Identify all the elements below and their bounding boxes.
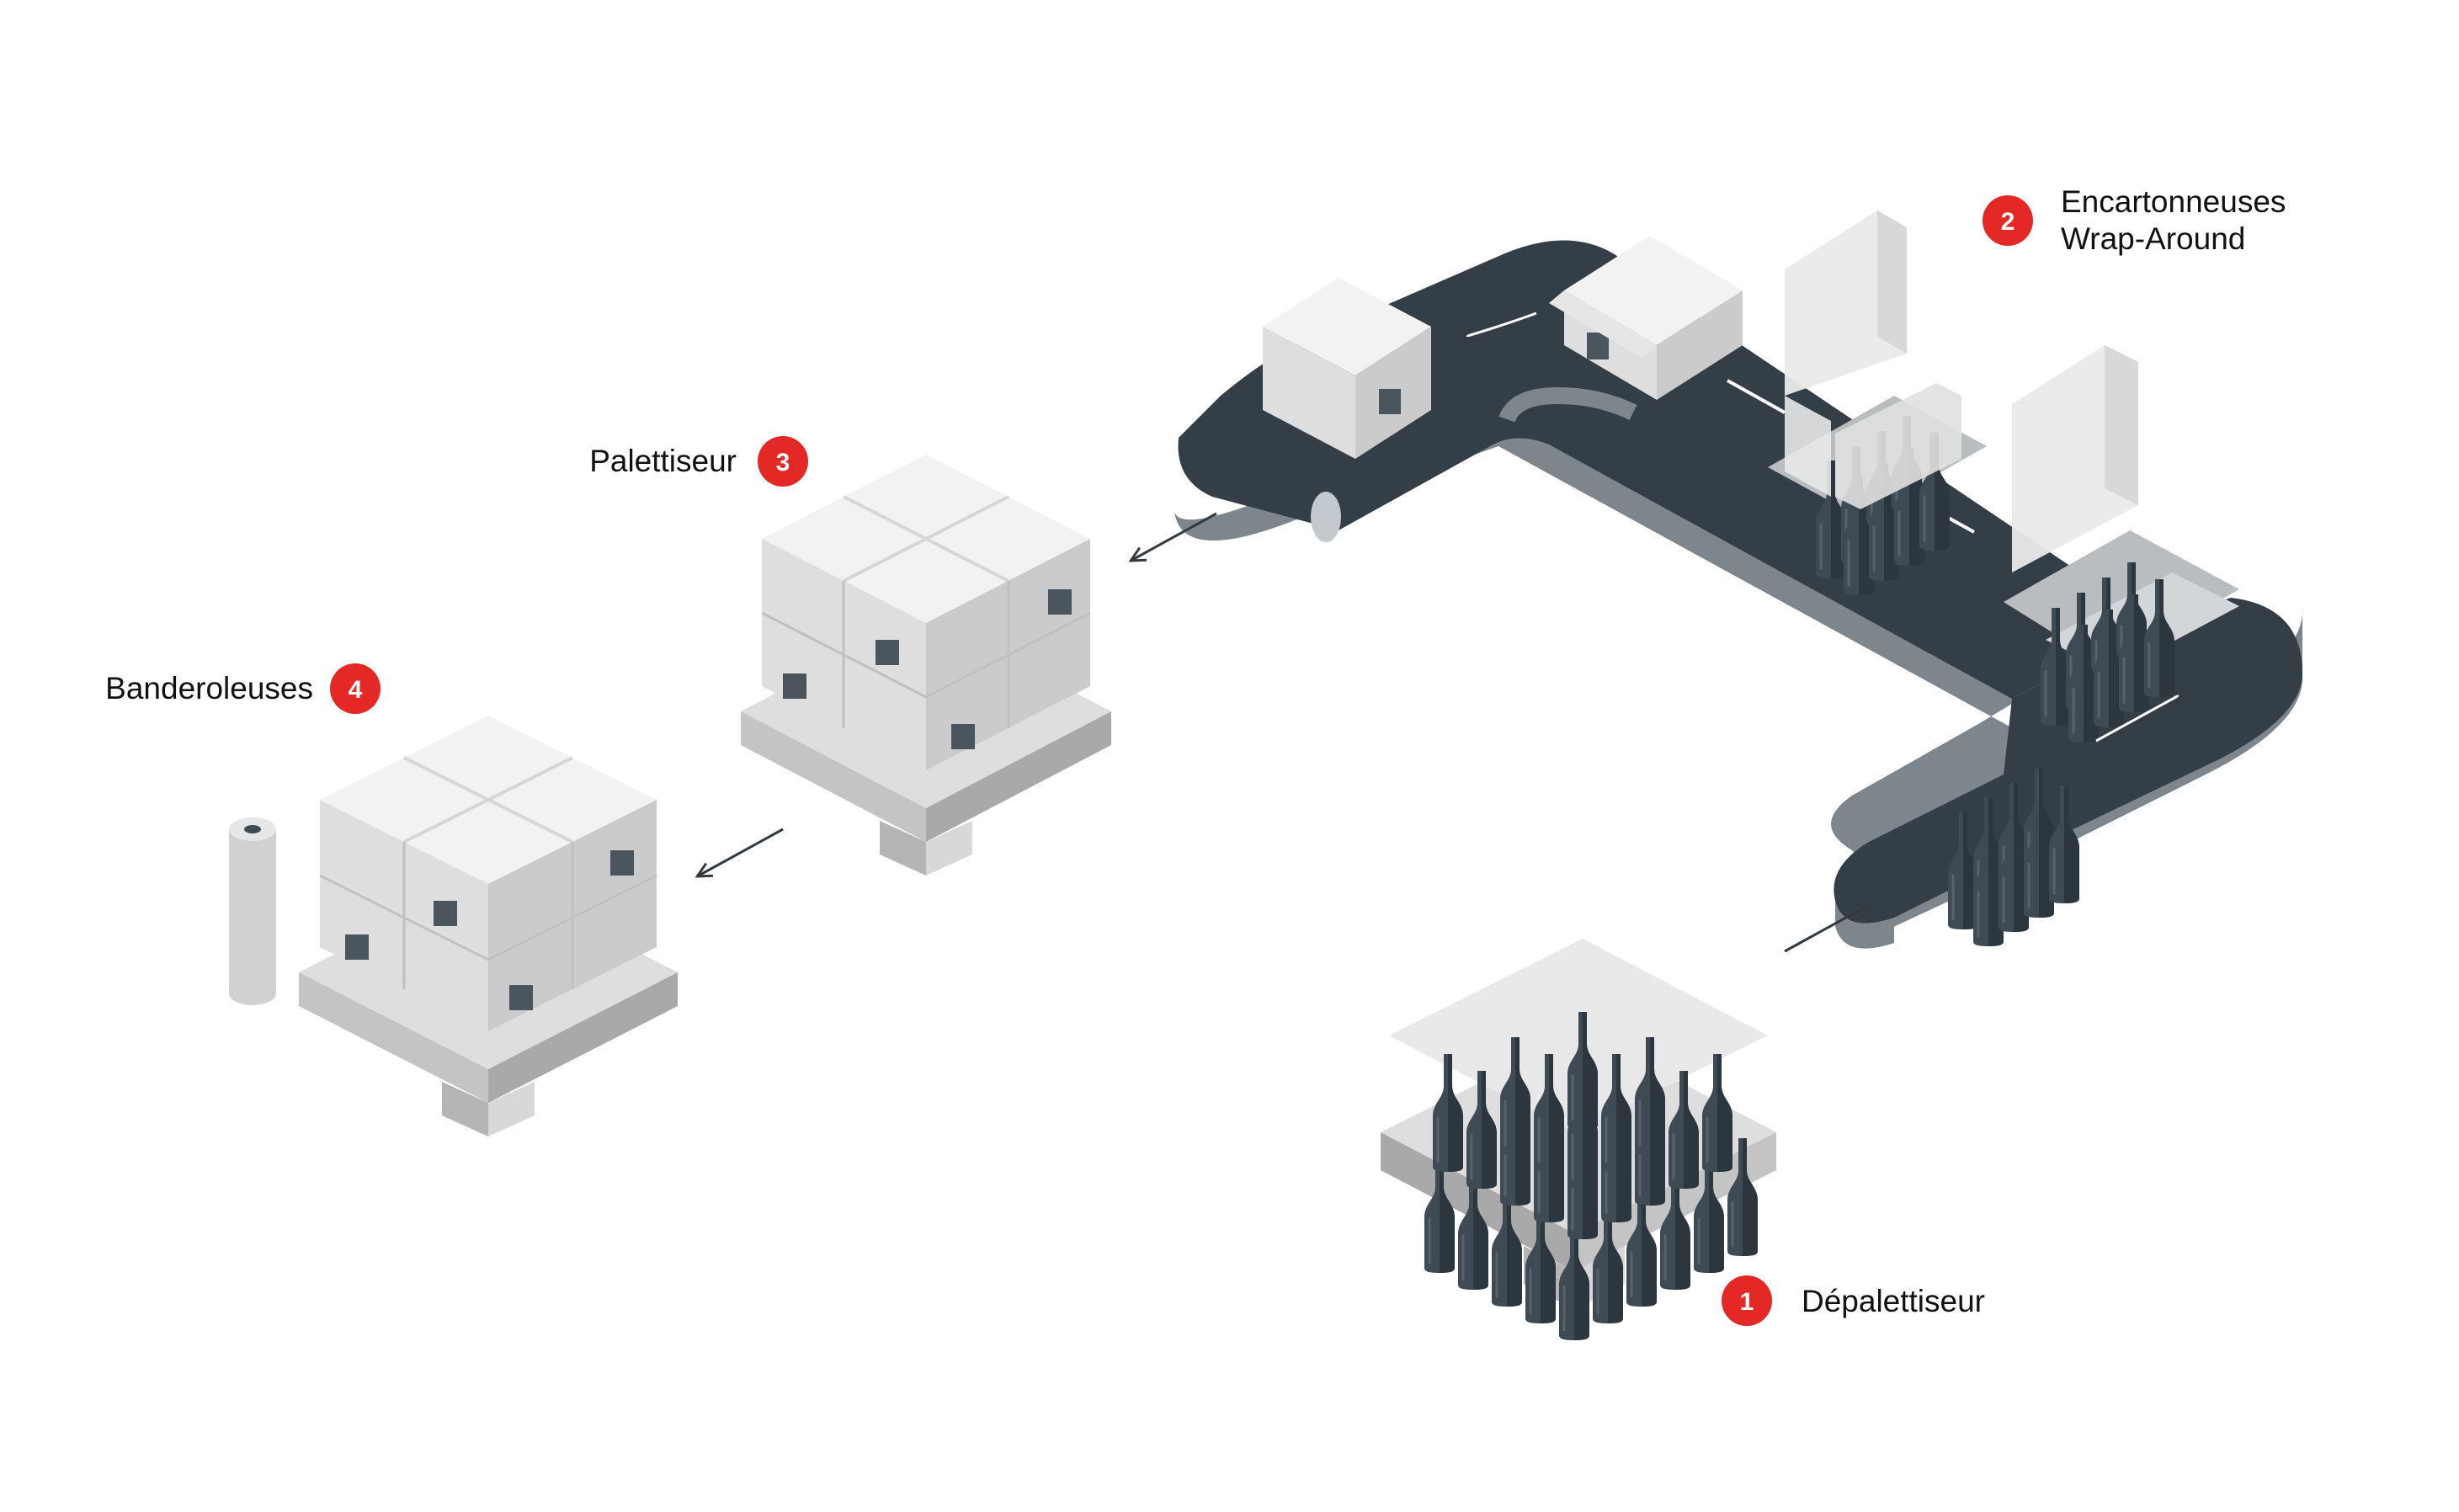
step-4: Banderoleuses 4 — [105, 663, 381, 714]
wrap-around-carton-2 — [2012, 345, 2176, 744]
stretch-film-roll-icon — [229, 817, 276, 1005]
wrap-around-carton-1 — [1785, 210, 1961, 597]
belt-direction-arrow — [1465, 311, 1537, 337]
step-badge-4 — [330, 663, 381, 714]
step-badge-3 — [758, 436, 808, 487]
box-on-belt-middle — [1549, 236, 1743, 400]
step-number-2: 2 — [2001, 208, 2015, 236]
step-number-4: 4 — [349, 676, 363, 704]
belt-roller-left — [1311, 492, 1341, 542]
arrow-belt-to-palletizer — [1132, 512, 1217, 560]
step-number-3: 3 — [776, 449, 790, 476]
step-badge-2 — [1983, 195, 2033, 246]
stretch-wrapper-box-stack — [299, 716, 678, 1137]
step-3: Palettiseur 3 — [589, 436, 808, 487]
box-on-belt-left — [1263, 278, 1431, 459]
step-1: 1 Dépalettiseur — [1722, 1275, 1985, 1326]
step-label-4: Banderoleuses — [105, 671, 313, 705]
arrow-depalletizer-to-belt — [1784, 905, 1869, 953]
arrow-palletizer-to-wrapper — [699, 828, 784, 876]
palletizer-box-stack — [741, 455, 1111, 876]
step-number-1: 1 — [1740, 1288, 1754, 1316]
depalletizer-bottle-pallet — [1381, 939, 1776, 1342]
step-2: 2 Encartonneuses Wrap-Around — [1983, 184, 2286, 256]
belt-flow-arrow-right — [2095, 695, 2180, 743]
step-badge-1 — [1722, 1275, 1772, 1326]
step-label-3: Palettiseur — [589, 444, 737, 478]
step-label-2-line-2: Wrap-Around — [2061, 221, 2245, 256]
conveyor-belt-lower — [1834, 598, 2302, 924]
step-label-1: Dépalettiseur — [1802, 1284, 1985, 1318]
step-label-2-line-1: Encartonneuses — [2061, 184, 2286, 219]
